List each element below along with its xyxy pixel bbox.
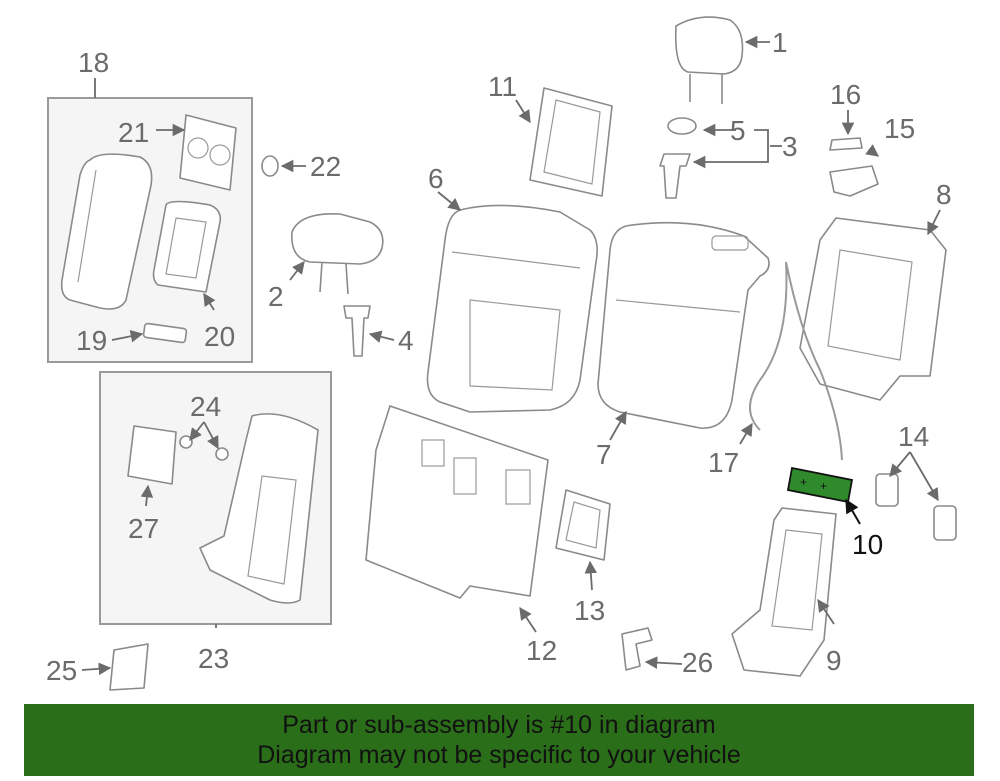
callout-3: 3	[782, 131, 798, 162]
part-12-panel	[365, 405, 549, 599]
callout-26: 26	[682, 647, 713, 678]
callout-23: 23	[198, 643, 229, 674]
part-2-headrest	[291, 213, 384, 295]
callout-13: 13	[574, 595, 605, 626]
part-3-guide	[659, 153, 691, 199]
part-13-trim	[555, 489, 611, 561]
leader-lines	[81, 35, 941, 676]
callout-8: 8	[936, 179, 952, 210]
callout-14: 14	[898, 421, 929, 452]
callout-18: 18	[78, 47, 109, 78]
part-6-seatback	[426, 204, 598, 413]
part-9-panel	[731, 507, 837, 677]
part-27-cover	[127, 425, 177, 485]
callout-7: 7	[596, 439, 612, 470]
part-14-knob-b	[933, 505, 957, 541]
callout-19: 19	[76, 325, 107, 356]
part-11-pad	[529, 87, 613, 197]
callout-15: 15	[884, 113, 915, 144]
callout-1: 1	[772, 27, 788, 58]
callout-24: 24	[190, 391, 221, 422]
callout-25: 25	[46, 655, 77, 686]
part-25-clip	[109, 643, 149, 691]
callout-5: 5	[730, 115, 746, 146]
callout-27: 27	[128, 513, 159, 544]
callout-10-highlighted[interactable]: 10	[852, 529, 883, 560]
banner-line-1: Part or sub-assembly is #10 in diagram	[282, 711, 716, 739]
callout-20: 20	[204, 321, 235, 352]
part-7-seatback	[597, 221, 770, 429]
callout-22: 22	[310, 151, 341, 182]
part-10-highlighted[interactable]: + +	[786, 466, 854, 504]
part-cushion-pad	[60, 153, 153, 310]
svg-text:+: +	[820, 479, 827, 493]
part-26-bracket	[621, 627, 653, 671]
part-1-headrest	[674, 16, 744, 104]
part-15-bracket	[829, 165, 879, 197]
callout-21: 21	[118, 117, 149, 148]
callout-12: 12	[526, 635, 557, 666]
part-21-bezel	[179, 114, 237, 191]
callout-16: 16	[830, 79, 861, 110]
part-23-panel	[199, 413, 319, 604]
banner-line-2: Diagram may not be specific to your vehi…	[257, 741, 741, 769]
parts-diagram: + +	[46, 16, 957, 691]
svg-text:+: +	[800, 475, 807, 489]
callout-17: 17	[708, 447, 739, 478]
part-4-guide	[343, 305, 371, 357]
info-banner: Part or sub-assembly is #10 in diagram D…	[24, 704, 974, 776]
callout-11: 11	[488, 71, 517, 102]
part-24-clip-b	[215, 447, 229, 461]
part-16-clip	[829, 137, 863, 151]
callout-4: 4	[398, 325, 414, 356]
part-14-knob-a	[875, 473, 899, 507]
part-8-frame	[799, 217, 947, 401]
part-20-frame	[152, 200, 222, 293]
part-5-ring	[667, 117, 697, 135]
part-17-cable	[749, 261, 843, 461]
callout-6: 6	[428, 163, 444, 194]
callout-9: 9	[826, 645, 842, 676]
part-22-ring	[261, 155, 279, 177]
part-19-clip	[142, 322, 188, 344]
callout-2: 2	[268, 281, 284, 312]
part-24-clip-a	[179, 435, 193, 449]
